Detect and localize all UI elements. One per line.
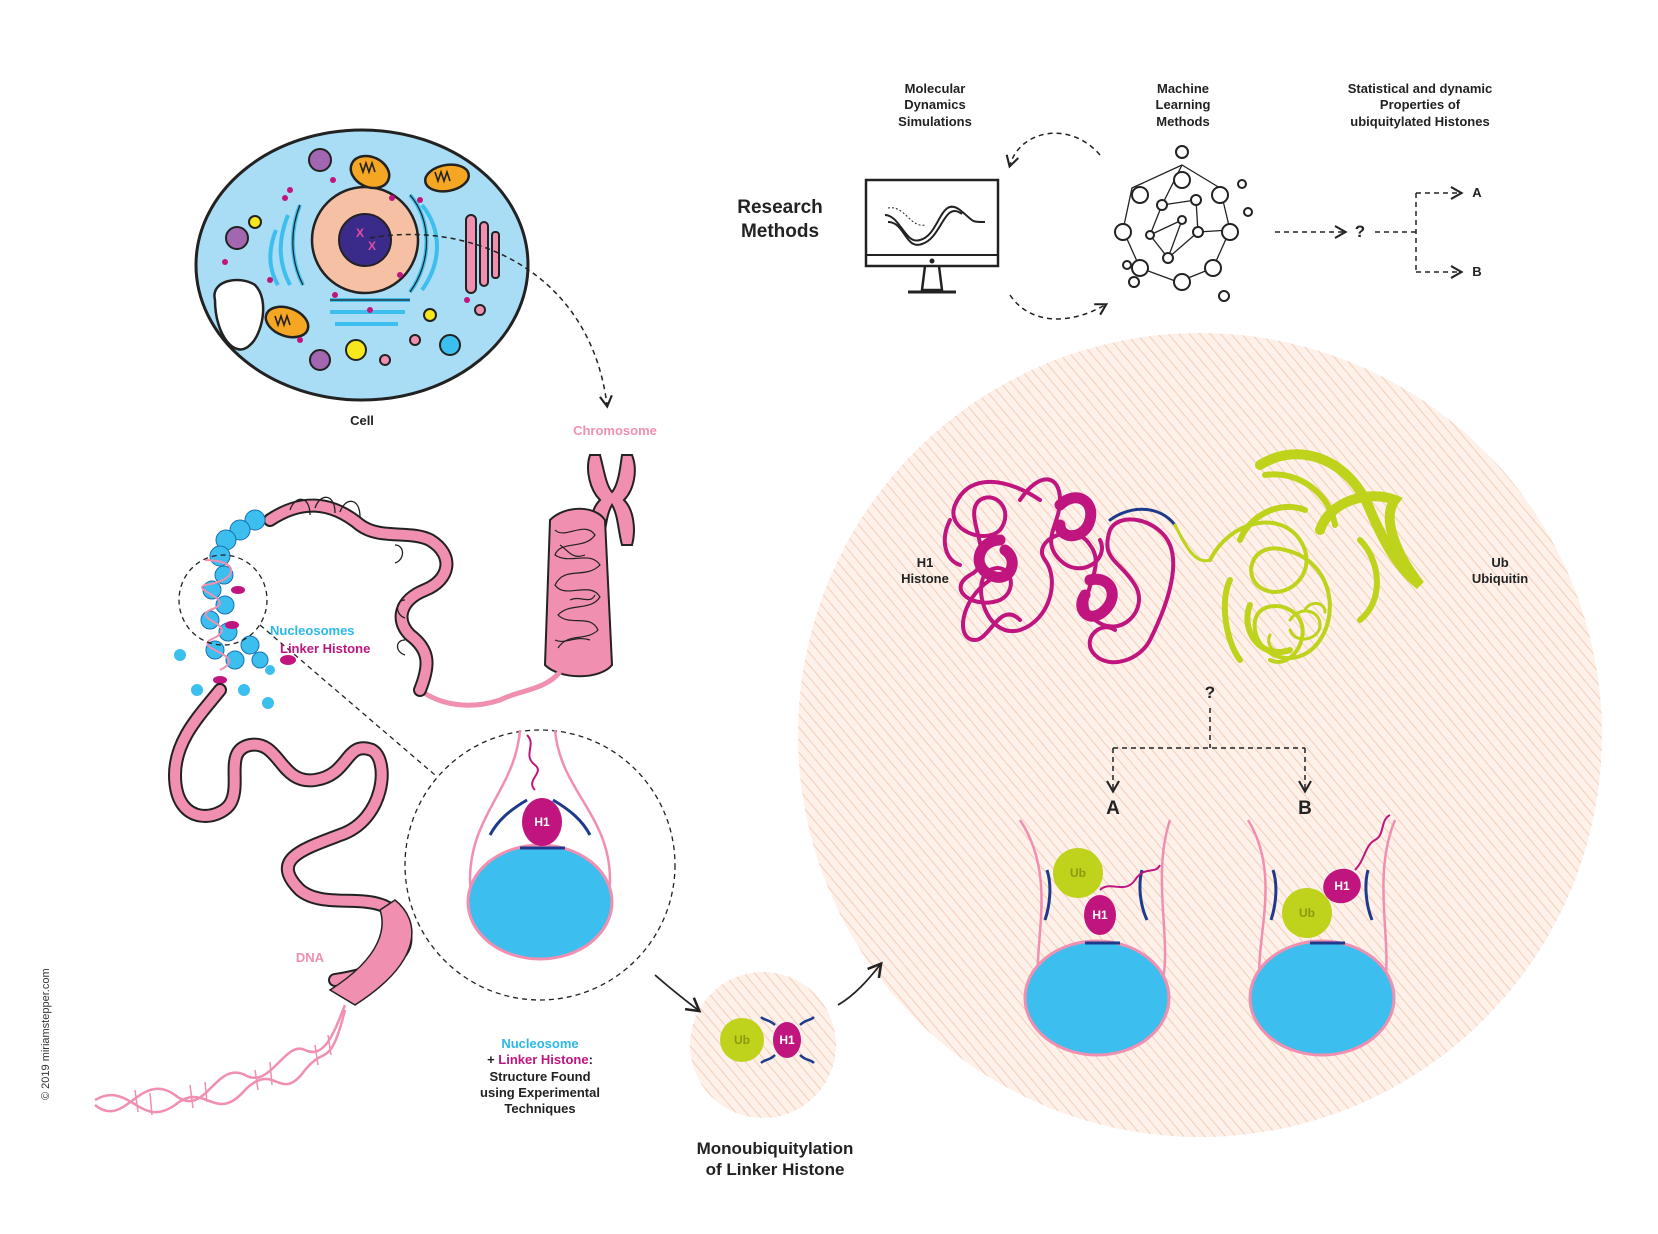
structure-option-a: A bbox=[1106, 798, 1120, 819]
h1-histone-line-1: H1 bbox=[916, 555, 934, 570]
structure-option-b: B bbox=[1298, 798, 1312, 819]
stats-line-3: ubiquitylated Histones bbox=[1350, 113, 1490, 129]
ml-methods-label: Machine Learning Methods bbox=[1128, 81, 1238, 130]
methods-option-b: B bbox=[1472, 264, 1482, 279]
neural-network-icon bbox=[1114, 145, 1253, 302]
option-b-h1-label: H1 bbox=[1334, 879, 1350, 893]
caption-plus: + bbox=[487, 1052, 499, 1068]
research-methods-label: Research Methods bbox=[725, 196, 835, 244]
linker-histone-label: Linker Histone bbox=[280, 641, 371, 656]
structure-zoom-circle bbox=[798, 333, 1602, 1137]
research-methods-line-1: Research bbox=[737, 197, 823, 218]
mono-ub-label: Ub bbox=[734, 1033, 750, 1047]
ml-line-1: Machine bbox=[1156, 81, 1209, 96]
stats-label: Statistical and dynamic Properties of ub… bbox=[1320, 81, 1520, 130]
computer-monitor-icon bbox=[864, 178, 1000, 294]
chromosome-illustration bbox=[418, 454, 636, 708]
caption-nucleosome: Nucleosome bbox=[501, 1036, 579, 1051]
h1-histone-structure bbox=[942, 477, 1212, 665]
monoubiquitylation-icon bbox=[690, 972, 836, 1118]
nucleosome-zoom bbox=[404, 729, 676, 1001]
option-b-nucleosome bbox=[1246, 814, 1397, 1057]
nucleosomes-label: Nucleosomes bbox=[270, 623, 355, 638]
caption-line-5: Techniques bbox=[504, 1101, 576, 1116]
ub-ubiquitin-line-2: Ubiquitin bbox=[1471, 571, 1529, 587]
cell-illustration: X X bbox=[194, 128, 530, 402]
methods-question-mark: ? bbox=[1354, 222, 1366, 241]
zoom-h1-label: H1 bbox=[534, 815, 550, 829]
caption-line-4: using Experimental bbox=[480, 1084, 600, 1100]
option-b-ub-label: Ub bbox=[1299, 906, 1315, 920]
dna-ribbon bbox=[94, 683, 413, 1116]
stats-line-1: Statistical and dynamic bbox=[1347, 81, 1493, 96]
ml-line-2: Learning bbox=[1155, 97, 1211, 113]
md-line-2: Dynamics bbox=[904, 97, 966, 113]
h1-histone-label: H1 Histone bbox=[895, 555, 955, 588]
svg-text:X: X bbox=[368, 239, 376, 253]
ub-ubiquitin-label: Ub Ubiquitin bbox=[1460, 555, 1540, 588]
caption-colon: : bbox=[588, 1052, 593, 1068]
svg-text:X: X bbox=[356, 226, 364, 240]
option-a-h1-label: H1 bbox=[1092, 908, 1108, 922]
option-a-nucleosome bbox=[1018, 819, 1172, 1057]
monoubiquitylation-label: Monoubiquitylation of Linker Histone bbox=[670, 1138, 880, 1181]
chromosome-label: Chromosome bbox=[573, 423, 657, 438]
cell-label: Cell bbox=[350, 413, 374, 428]
mono-h1-label: H1 bbox=[779, 1033, 795, 1047]
nucleosome-string bbox=[174, 509, 296, 709]
research-methods-line-2: Methods bbox=[740, 220, 820, 242]
stats-line-2: Properties of bbox=[1379, 97, 1461, 113]
md-line-3: Simulations bbox=[898, 113, 972, 129]
ubiquitin-structure bbox=[1208, 449, 1424, 664]
structure-question-mark: ? bbox=[1204, 683, 1216, 702]
caption-linker-histone: Linker Histone bbox=[498, 1052, 589, 1068]
ub-ubiquitin-line-1: Ub bbox=[1491, 555, 1509, 570]
ml-line-3: Methods bbox=[1156, 113, 1210, 129]
copyright-text: © 2019 miriamstepper.com bbox=[40, 968, 52, 1100]
methods-option-a: A bbox=[1472, 185, 1482, 200]
nucleosome-caption: Nucleosome + Linker Histone: Structure F… bbox=[460, 1036, 620, 1117]
md-line-1: Molecular bbox=[904, 81, 966, 96]
dna-label: DNA bbox=[295, 950, 325, 965]
mono-line-1: Monoubiquitylation bbox=[696, 1139, 854, 1158]
chromatin-fiber bbox=[263, 496, 454, 697]
md-simulations-label: Molecular Dynamics Simulations bbox=[870, 81, 1000, 130]
mono-line-2: of Linker Histone bbox=[705, 1160, 845, 1180]
option-a-ub-label: Ub bbox=[1070, 866, 1086, 880]
h1-histone-line-2: Histone bbox=[901, 571, 949, 587]
caption-line-3: Structure Found bbox=[489, 1068, 591, 1084]
